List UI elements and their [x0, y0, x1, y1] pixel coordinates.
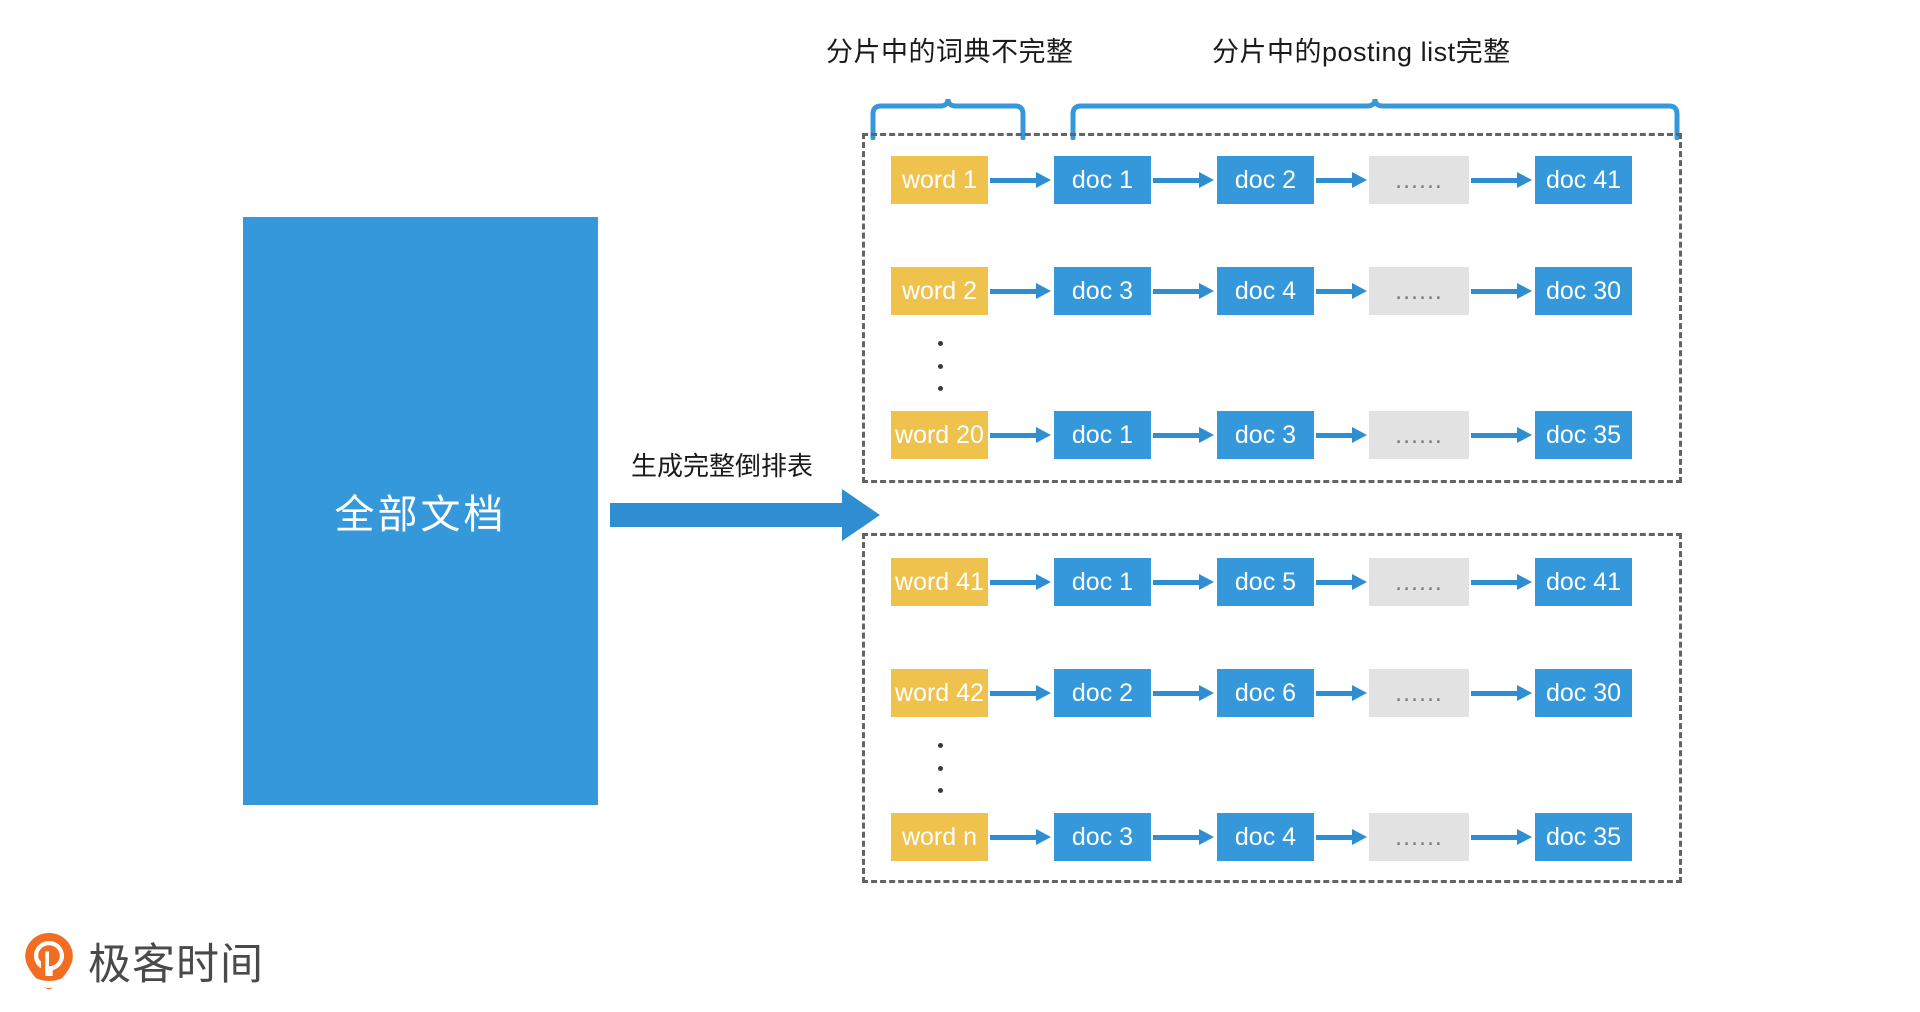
- doc-ellipsis-node: ......: [1369, 156, 1469, 204]
- arrow-icon: [1151, 827, 1217, 847]
- doc-node[interactable]: doc 41: [1535, 558, 1632, 606]
- arrow-icon: [1151, 425, 1217, 445]
- doc-node[interactable]: doc 41: [1535, 156, 1632, 204]
- doc-ellipsis-node: ......: [1369, 669, 1469, 717]
- doc-node[interactable]: doc 30: [1535, 669, 1632, 717]
- doc-ellipsis-node: ......: [1369, 813, 1469, 861]
- brand-logo: 极客时间: [22, 930, 264, 992]
- table-row: word 41 doc 1 doc 5 ...... doc 41: [891, 558, 1632, 606]
- word-node[interactable]: word 2: [891, 267, 988, 315]
- table-row: word 42 doc 2 doc 6 ...... doc 30: [891, 669, 1632, 717]
- arrow-icon: [1469, 425, 1535, 445]
- arrow-icon: [1469, 281, 1535, 301]
- arrow-icon: [1151, 572, 1217, 592]
- vertical-ellipsis: [935, 743, 945, 793]
- shard-container-1: word 1 doc 1 doc 2 ...... doc 41 word 2 …: [862, 133, 1682, 483]
- doc-node[interactable]: doc 1: [1054, 156, 1151, 204]
- arrow-icon: [988, 425, 1054, 445]
- arrow-icon: [1151, 170, 1217, 190]
- word-node[interactable]: word 42: [891, 669, 988, 717]
- doc-node[interactable]: doc 3: [1054, 267, 1151, 315]
- doc-node[interactable]: doc 2: [1217, 156, 1314, 204]
- doc-node[interactable]: doc 2: [1054, 669, 1151, 717]
- arrow-icon: [1314, 425, 1369, 445]
- arrow-icon: [988, 683, 1054, 703]
- arrow-icon: [1469, 827, 1535, 847]
- doc-node[interactable]: doc 35: [1535, 411, 1632, 459]
- doc-node[interactable]: doc 5: [1217, 558, 1314, 606]
- vertical-ellipsis: [935, 341, 945, 391]
- shard-container-2: word 41 doc 1 doc 5 ...... doc 41 word 4…: [862, 533, 1682, 883]
- arrow-icon: [1314, 281, 1369, 301]
- arrow-icon: [1469, 683, 1535, 703]
- brand-logo-text: 极客时间: [88, 941, 264, 989]
- dictionary-bracket-label: 分片中的词典不完整: [826, 37, 1074, 67]
- doc-node[interactable]: doc 3: [1217, 411, 1314, 459]
- posting-list-curly-brace: [1070, 98, 1680, 140]
- word-node[interactable]: word 41: [891, 558, 988, 606]
- doc-node[interactable]: doc 4: [1217, 813, 1314, 861]
- arrow-icon: [1469, 170, 1535, 190]
- word-node[interactable]: word n: [891, 813, 988, 861]
- doc-ellipsis-node: ......: [1369, 558, 1469, 606]
- table-row: word 20 doc 1 doc 3 ...... doc 35: [891, 411, 1632, 459]
- arrow-icon: [1151, 281, 1217, 301]
- posting-list-bracket-label: 分片中的posting list完整: [1212, 37, 1511, 67]
- all-documents-label: 全部文档: [334, 493, 507, 537]
- arrow-icon: [988, 170, 1054, 190]
- generate-inverted-index-arrow: [610, 489, 880, 541]
- table-row: word 1 doc 1 doc 2 ...... doc 41: [891, 156, 1632, 204]
- arrow-icon: [1314, 683, 1369, 703]
- arrow-icon: [1314, 170, 1369, 190]
- doc-node[interactable]: doc 3: [1054, 813, 1151, 861]
- table-row: word 2 doc 3 doc 4 ...... doc 30: [891, 267, 1632, 315]
- doc-node[interactable]: doc 4: [1217, 267, 1314, 315]
- dictionary-curly-brace: [870, 98, 1026, 140]
- arrow-icon: [1151, 683, 1217, 703]
- arrow-icon: [1314, 572, 1369, 592]
- doc-node[interactable]: doc 35: [1535, 813, 1632, 861]
- doc-node[interactable]: doc 30: [1535, 267, 1632, 315]
- all-documents-block: 全部文档: [243, 217, 598, 805]
- arrow-icon: [988, 572, 1054, 592]
- generate-inverted-index-label: 生成完整倒排表: [631, 451, 814, 481]
- doc-node[interactable]: doc 1: [1054, 411, 1151, 459]
- doc-node[interactable]: doc 6: [1217, 669, 1314, 717]
- arrow-icon: [988, 827, 1054, 847]
- arrow-icon: [1469, 572, 1535, 592]
- table-row: word n doc 3 doc 4 ...... doc 35: [891, 813, 1632, 861]
- geek-pin-icon: [25, 933, 73, 990]
- doc-ellipsis-node: ......: [1369, 411, 1469, 459]
- arrow-icon: [1314, 827, 1369, 847]
- doc-node[interactable]: doc 1: [1054, 558, 1151, 606]
- word-node[interactable]: word 1: [891, 156, 988, 204]
- word-node[interactable]: word 20: [891, 411, 988, 459]
- doc-ellipsis-node: ......: [1369, 267, 1469, 315]
- arrow-icon: [988, 281, 1054, 301]
